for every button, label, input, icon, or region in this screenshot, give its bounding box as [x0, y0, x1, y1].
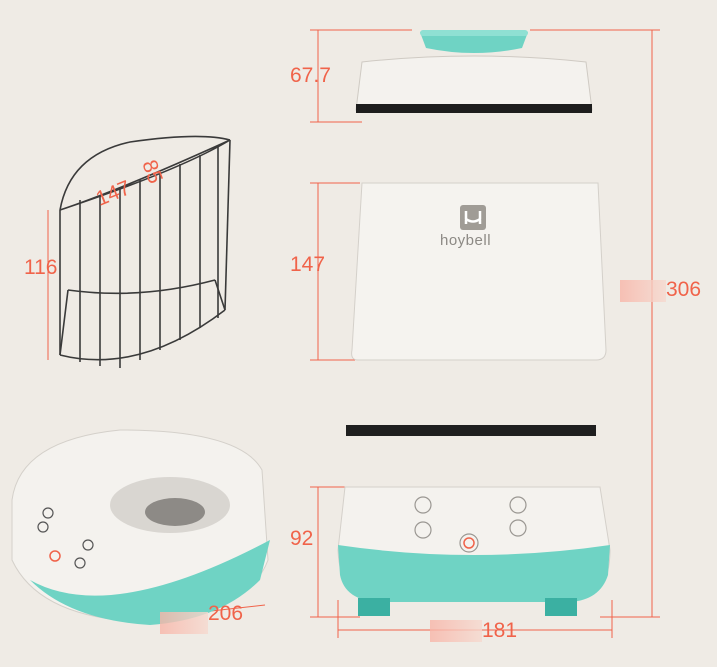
redaction-blur	[620, 280, 666, 302]
base-perspective	[11, 429, 270, 625]
brand-logo-icon	[460, 205, 486, 230]
lid-height-label: 67.7	[290, 64, 331, 87]
basket-height-label: 116	[24, 256, 58, 279]
total-height-label: 306	[666, 278, 702, 301]
redaction-blur	[430, 620, 482, 642]
base-diameter-label: 206	[208, 602, 244, 625]
base-height-label: 92	[290, 527, 314, 550]
redaction-blur	[160, 612, 208, 634]
power-icon	[463, 537, 475, 549]
body	[351, 182, 607, 361]
heating-plate	[346, 425, 596, 436]
base-unit	[337, 486, 611, 616]
brand-name: hoybell	[440, 232, 492, 249]
body-height-label: 147	[290, 253, 326, 276]
basket	[59, 135, 231, 368]
lid	[355, 30, 593, 113]
base-width-label: 181	[482, 619, 518, 642]
